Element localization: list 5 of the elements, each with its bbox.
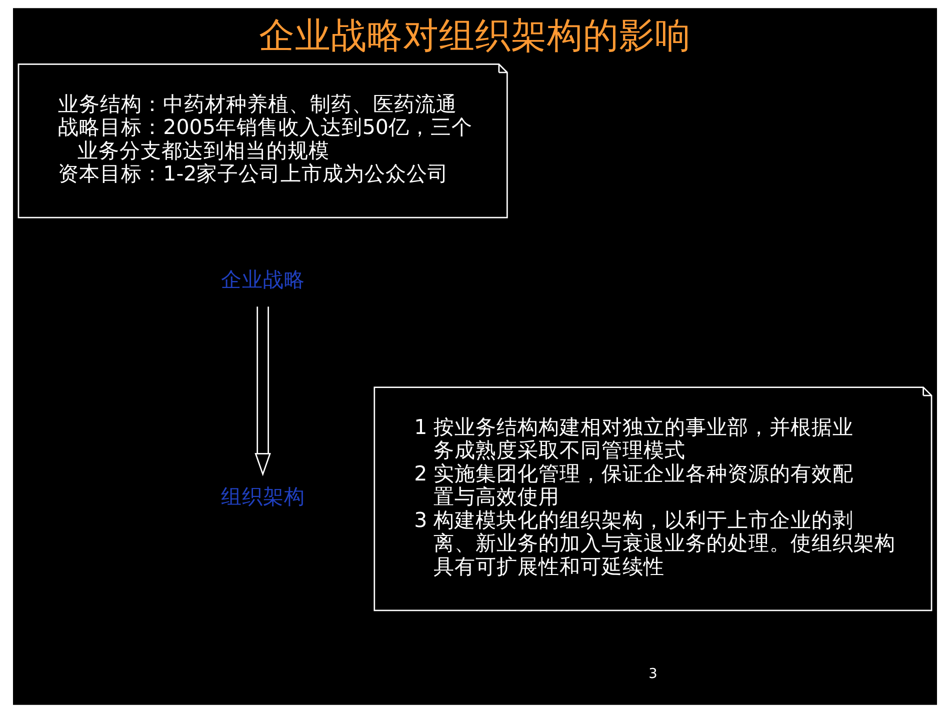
diagram-title: 企业战略对组织架构的影响	[259, 16, 691, 57]
node-text: 企业战略	[220, 268, 305, 292]
node-text: 组织架构	[220, 484, 305, 509]
label: 3	[648, 666, 658, 682]
arrow	[254, 306, 271, 476]
